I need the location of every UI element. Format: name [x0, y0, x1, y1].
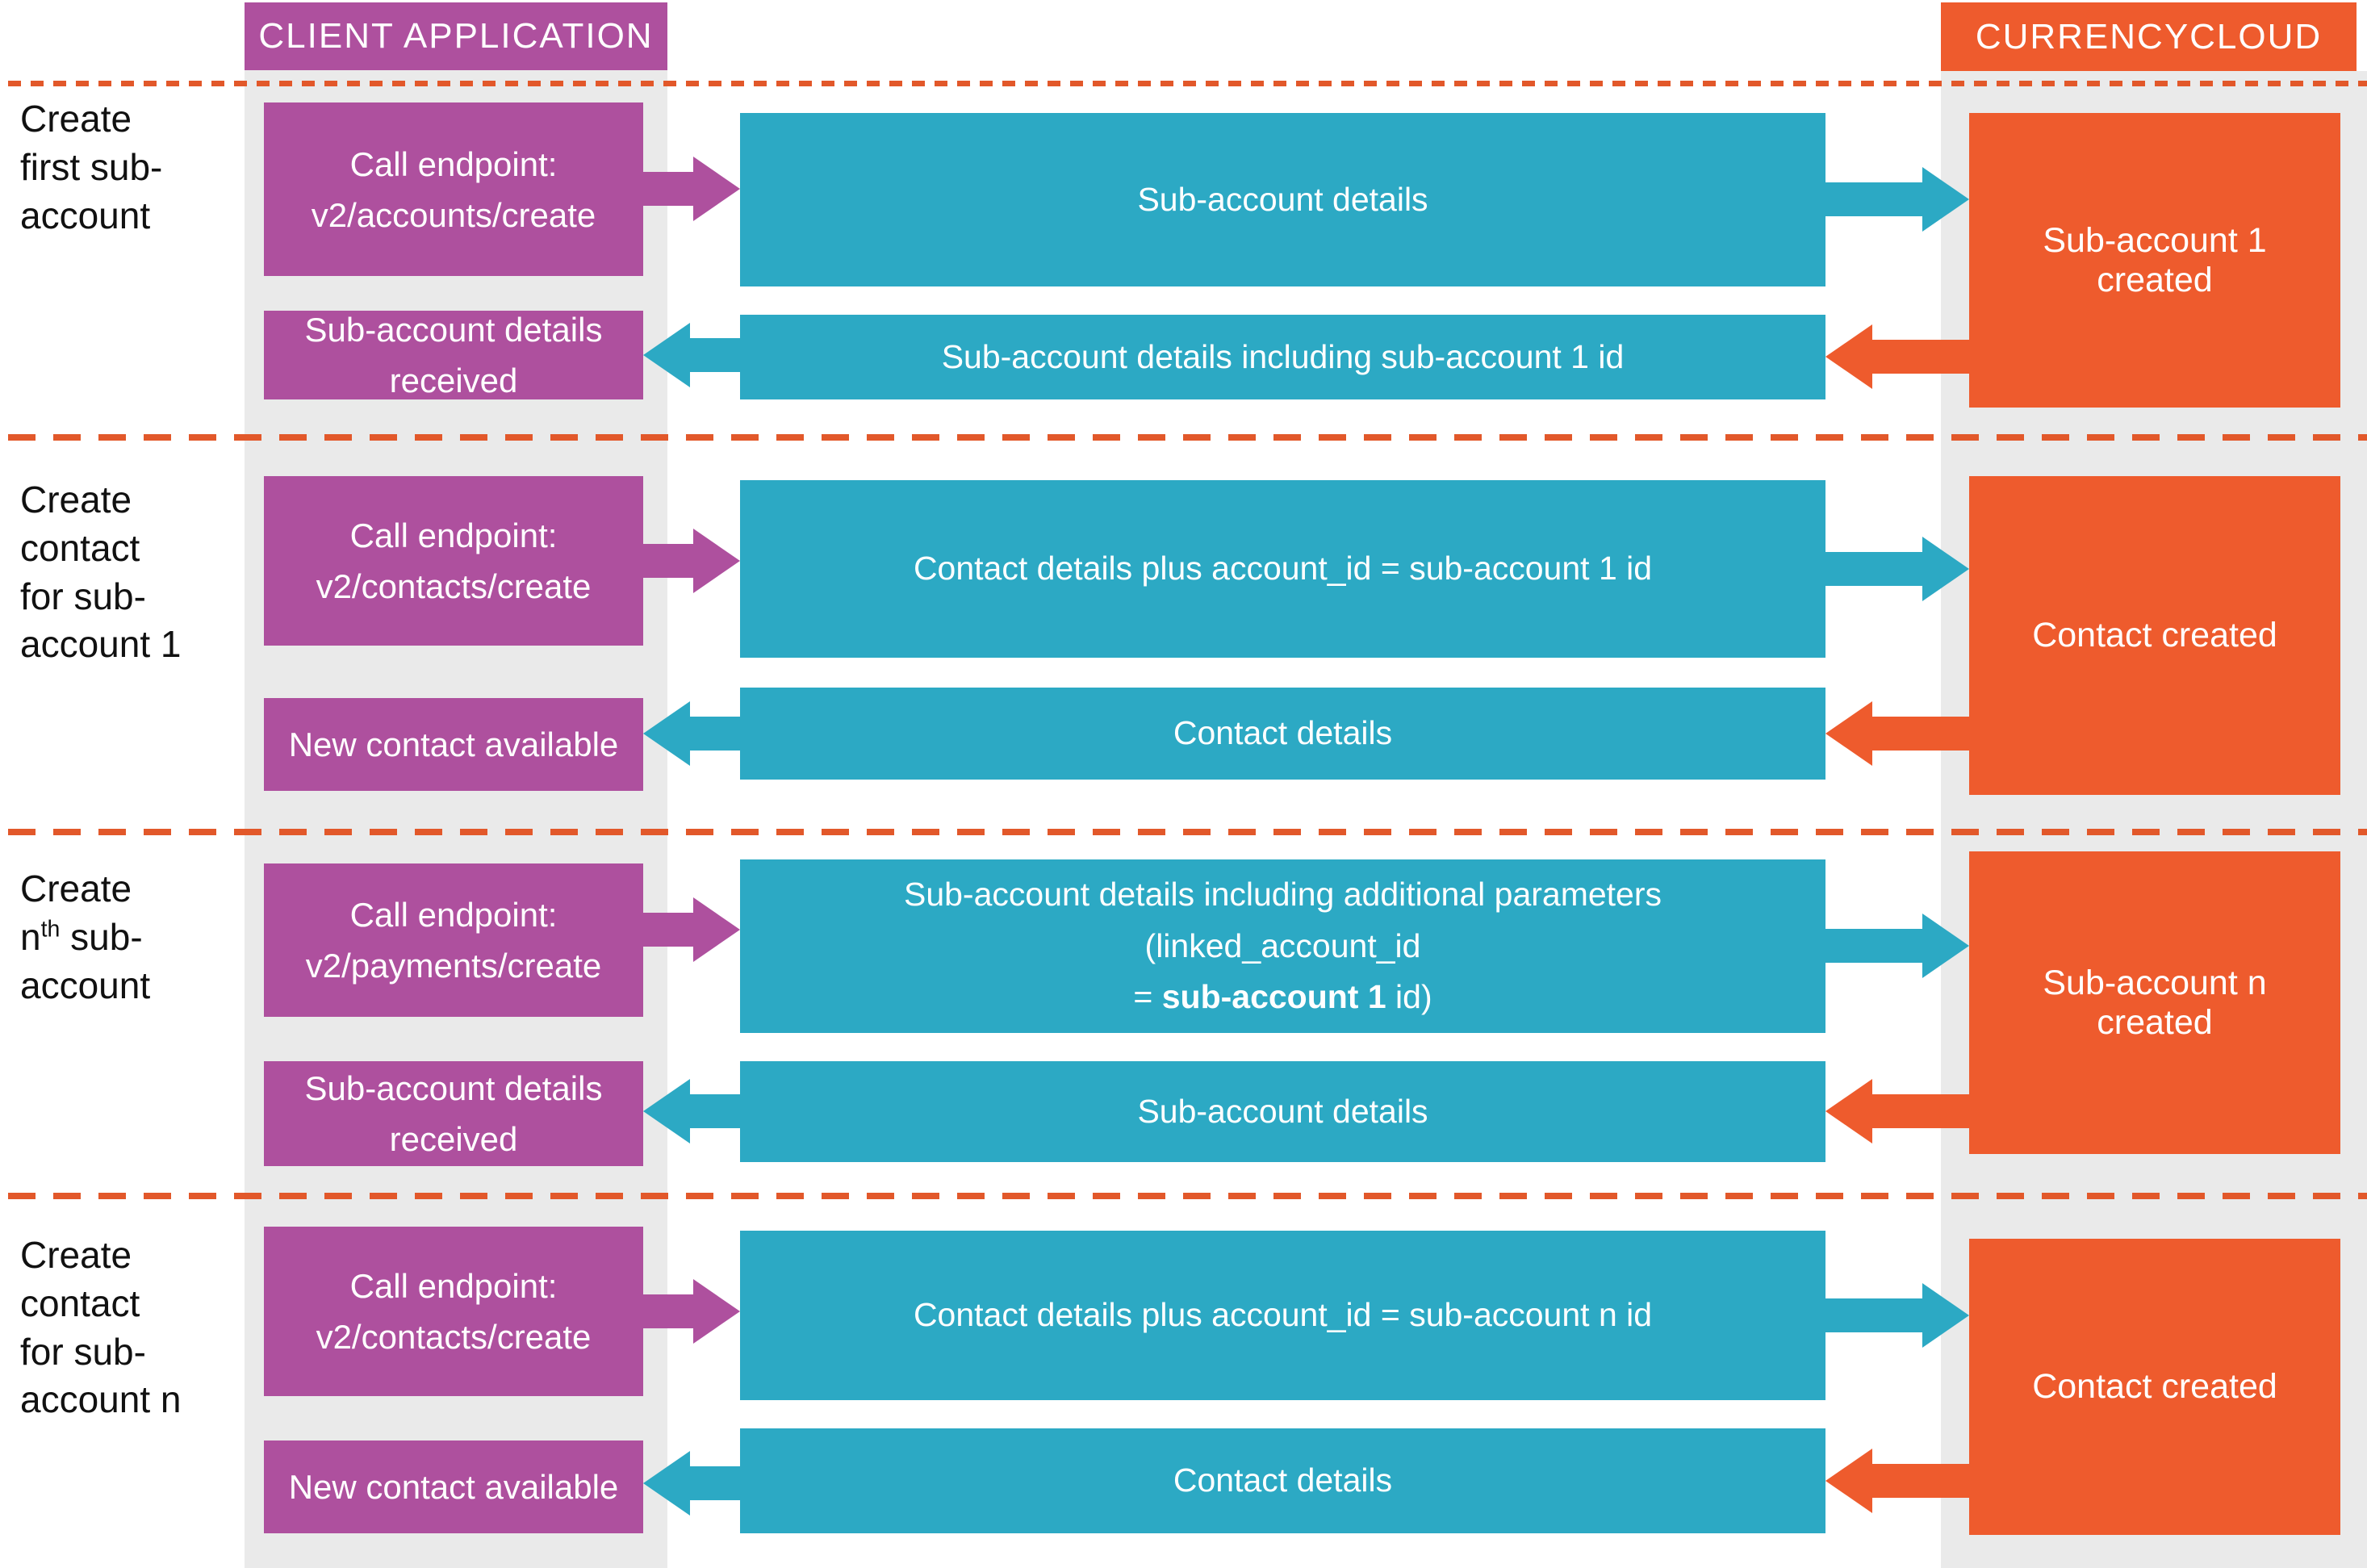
response-arrow [1825, 1079, 1969, 1144]
response-arrow [1825, 324, 1969, 389]
to-currencycloud-arrow [1825, 167, 1969, 232]
call-endpoint-box: Call endpoint: v2/accounts/create [264, 102, 643, 276]
to-client-arrow [643, 701, 740, 766]
created-box: Sub-account n created [1969, 851, 2340, 1154]
to-currencycloud-arrow [1825, 914, 1969, 978]
currencycloud-header: CURRENCYCLOUD [1941, 2, 2357, 71]
created-box: Contact created [1969, 476, 2340, 795]
created-box: Contact created [1969, 1239, 2340, 1535]
to-currencycloud-arrow [1825, 537, 1969, 601]
ack-box: New contact available [264, 1440, 643, 1533]
request-message-box: Sub-account details including additional… [740, 859, 1825, 1033]
response-message-box: Contact details [740, 1428, 1825, 1533]
ack-box: New contact available [264, 698, 643, 791]
dashed-separator [8, 434, 2367, 441]
call-endpoint-box: Call endpoint: v2/contacts/create [264, 476, 643, 646]
ack-box: Sub-account details received [264, 1061, 643, 1166]
to-client-arrow [643, 323, 740, 387]
row-2-label: Create contact for sub- account 1 [20, 479, 182, 666]
response-arrow [1825, 1449, 1969, 1513]
response-arrow [1825, 701, 1969, 766]
to-client-arrow [643, 1451, 740, 1516]
request-message-box: Contact details plus account_id = sub-ac… [740, 480, 1825, 658]
request-arrow [643, 1279, 740, 1344]
response-message-box: Contact details [740, 688, 1825, 780]
request-message-box: Contact details plus account_id = sub-ac… [740, 1231, 1825, 1400]
to-currencycloud-arrow [1825, 1283, 1969, 1348]
call-endpoint-box: Call endpoint: v2/payments/create [264, 863, 643, 1017]
row-3-label: Create nth sub- account [20, 868, 151, 1006]
client-application-header: CLIENT APPLICATION [245, 2, 667, 70]
request-arrow [643, 157, 740, 221]
currencycloud-header-label: CURRENCYCLOUD [1975, 16, 2323, 56]
client-application-header-label: CLIENT APPLICATION [258, 16, 654, 56]
call-endpoint-box: Call endpoint: v2/contacts/create [264, 1227, 643, 1396]
row-4-label: Create contact for sub- account n [20, 1234, 182, 1421]
response-message-box: Sub-account details including sub-accoun… [740, 315, 1825, 399]
to-client-arrow [643, 1079, 740, 1144]
request-arrow [643, 897, 740, 962]
created-box: Sub-account 1 created [1969, 113, 2340, 408]
ack-box: Sub-account details received [264, 311, 643, 399]
row-1-label: Create first sub- account [20, 98, 163, 236]
dashed-separator [8, 1193, 2367, 1199]
dashed-separator [8, 829, 2367, 835]
request-arrow [643, 529, 740, 593]
dashed-separator [8, 81, 2367, 86]
request-message-box: Sub-account details [740, 113, 1825, 286]
response-message-box: Sub-account details [740, 1061, 1825, 1162]
